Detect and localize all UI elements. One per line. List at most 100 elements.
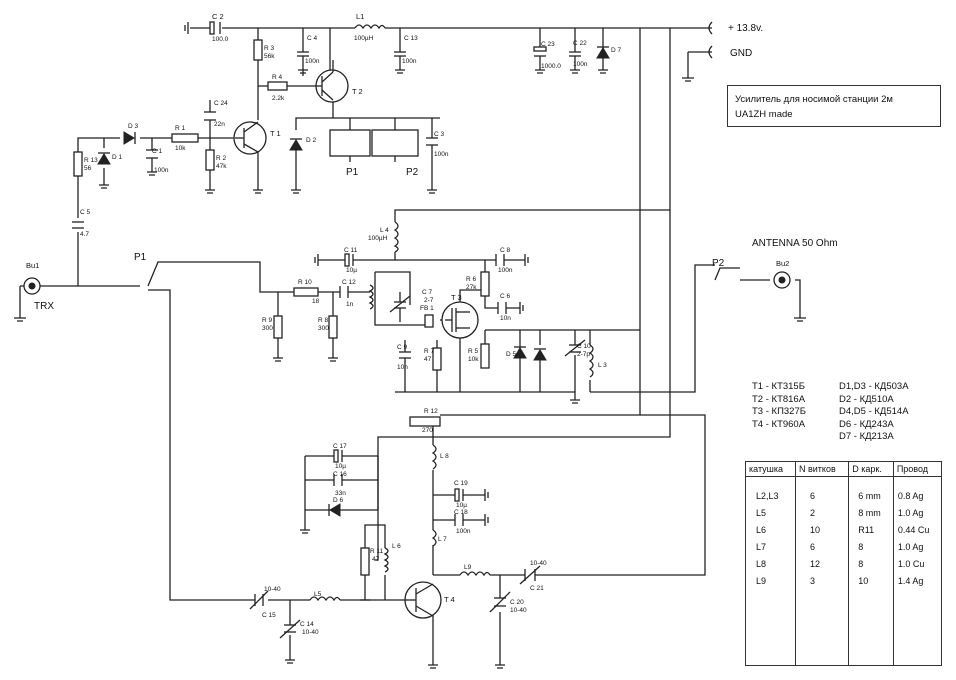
- c16-label: C 16: [333, 471, 347, 478]
- c8-label: C 8: [500, 247, 511, 254]
- capacitor-c5: [72, 221, 84, 229]
- coil-row: L9 3 10 1.4 Ag: [745, 572, 943, 589]
- diode-entry: D6 - КД243А: [839, 418, 894, 430]
- capacitor-c9: [399, 351, 411, 359]
- c14-value: 10-40: [302, 629, 319, 636]
- r8-label: R 8: [318, 317, 329, 324]
- capacitor-c3: [426, 137, 438, 190]
- coil-row: L2,L3 6 6 mm 0.8 Ag: [745, 476, 943, 504]
- c12-label: C 12: [342, 279, 356, 286]
- l3-label: L 3: [598, 362, 607, 369]
- c16-value: 33n: [335, 490, 346, 497]
- r9-label: R 9: [262, 317, 273, 324]
- c3-value: 100n: [434, 151, 449, 158]
- coil-cell: L6: [745, 521, 796, 538]
- coil-row: L8 12 8 1.0 Cu: [745, 555, 943, 572]
- diode-entry: D7 - КД213А: [839, 431, 894, 442]
- r12-value: 270: [422, 427, 433, 434]
- c18-value: 100n: [456, 528, 471, 535]
- transistor-entry: T3 - КП327Б: [752, 406, 806, 417]
- inductor-l3: [588, 344, 594, 378]
- d2-label: D 2: [306, 137, 317, 144]
- diode-d4: [533, 348, 547, 361]
- c2-value: 100.0: [212, 36, 229, 43]
- coil-cell: 1.4 Ag: [892, 572, 943, 589]
- coil-header-cell: катушка: [745, 461, 796, 477]
- coil-row: L7 6 8 1.0 Ag: [745, 538, 943, 555]
- c12-value: 1n: [346, 301, 354, 308]
- r1-label: R 1: [175, 125, 186, 132]
- t2-label: T 2: [352, 87, 363, 96]
- r7-value: 47: [424, 356, 432, 363]
- resistor-r7: [432, 347, 442, 371]
- c13-value: 100n: [402, 58, 417, 65]
- fb1-label: FB 1: [420, 305, 434, 312]
- coil-table-header: катушка N витков D карк. Провод: [745, 461, 943, 477]
- c15-value: 10-40: [264, 586, 281, 593]
- capacitor-c10: [564, 339, 586, 357]
- diode-list: D1,D3 - КД503А D2 - КД510А D4,D5 - КД514…: [839, 381, 909, 444]
- coil-cell: 10: [794, 521, 850, 538]
- wires: [19, 27, 801, 665]
- c5-value: 4.7: [80, 231, 89, 238]
- gnd-label: GND: [730, 48, 752, 59]
- transistor-entry: T4 - КТ960А: [752, 418, 806, 430]
- coil-cell: [892, 589, 943, 666]
- antenna-label: ANTENNA 50 Ohm: [752, 238, 838, 249]
- coil-table: катушка N витков D карк. Провод L2,L3 6 …: [745, 461, 943, 666]
- c24-value: 22n: [214, 121, 225, 128]
- c1-value: 100n: [154, 167, 169, 174]
- coil-cell: 3: [794, 572, 850, 589]
- l1-value: 100µH: [354, 35, 374, 42]
- c17-label: C 17: [333, 443, 347, 450]
- transistor-t4: [404, 581, 442, 619]
- coil-cell: L2,L3: [745, 476, 796, 504]
- l4-label: L 4: [380, 227, 389, 234]
- l5-label: L5: [314, 591, 322, 598]
- r2-value: 47k: [216, 163, 227, 170]
- r4-label: R 4: [272, 74, 283, 81]
- r5-label: R 5: [468, 348, 479, 355]
- coil-row: L6 10 R11 0.44 Cu: [745, 521, 943, 538]
- capacitor-c17: [333, 449, 343, 463]
- capacitor-c8: [495, 254, 505, 266]
- resistor-r1: [171, 133, 199, 143]
- c7-label: C 7: [422, 289, 433, 296]
- diode-d3: [123, 131, 136, 145]
- coil-cell: L9: [745, 572, 796, 589]
- capacitor-c12: [339, 286, 349, 298]
- components: [20, 21, 791, 639]
- connector-bu1: [20, 277, 41, 295]
- capacitor-c21: [519, 565, 541, 585]
- supply-label: + 13.8v.: [728, 23, 763, 34]
- c7-value: 2-7: [424, 297, 434, 304]
- capacitor-c19: [454, 488, 464, 502]
- diode-d7: [596, 46, 610, 59]
- connector-bu2: [773, 271, 791, 289]
- inductor-l7: [431, 529, 437, 547]
- trx-label: TRX: [34, 301, 54, 312]
- d5-label: D 5: [506, 351, 517, 358]
- d7-label: D 7: [611, 47, 622, 54]
- capacitor-c20: [489, 591, 511, 613]
- r4-value: 2.2k: [272, 95, 285, 102]
- coil-cell: 1.0 Cu: [892, 555, 943, 572]
- r1-value: 10k: [175, 145, 186, 152]
- coil-cell: 10: [848, 572, 894, 589]
- relay-coil-p1: [329, 129, 371, 157]
- coil-cell: 8 mm: [848, 504, 894, 521]
- capacitor-c24: [204, 111, 216, 121]
- resistor-r12: [409, 416, 441, 427]
- coil-header-cell: N витков: [794, 461, 850, 477]
- capacitor-c22: [569, 51, 581, 57]
- capacitor-c16: [333, 474, 343, 486]
- r3-label: R 3: [264, 45, 275, 52]
- c6-label: C 6: [500, 293, 511, 300]
- t3-label: T 3: [451, 293, 462, 302]
- r6-value: 27k: [466, 284, 477, 291]
- c15-label: C 15: [262, 612, 276, 619]
- diode-d5: [513, 346, 527, 359]
- resistor-r11: [360, 547, 370, 576]
- coil-header-cell: D карк.: [848, 461, 894, 477]
- coil-cell: 8: [848, 538, 894, 555]
